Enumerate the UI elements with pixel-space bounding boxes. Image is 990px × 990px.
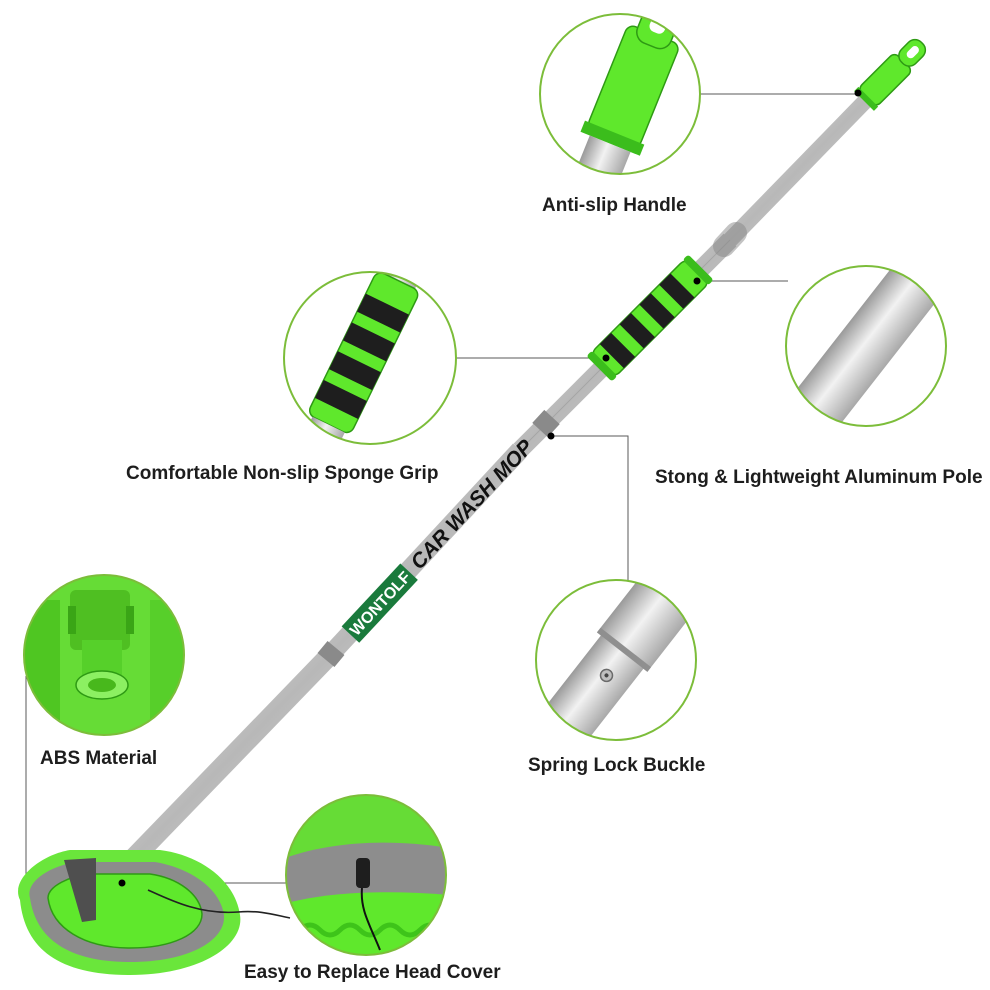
cover-closeup-circle — [285, 794, 447, 956]
handle-closeup-circle — [539, 13, 701, 175]
material-closeup-circle — [23, 574, 185, 736]
handle-green — [854, 38, 927, 111]
sponge-grip — [587, 255, 713, 381]
label-abs-material: ABS Material — [40, 748, 158, 769]
mop-head — [18, 850, 291, 975]
label-head-cover: Easy to Replace Head Cover — [244, 962, 501, 983]
label-aluminum-pole: Stong & Lightweight Aluminum Pole — [655, 467, 983, 488]
label-sponge-grip: Comfortable Non-slip Sponge Grip — [126, 463, 439, 484]
brand-text: WONTOLF — [347, 569, 415, 640]
label-spring-lock: Spring Lock Buckle — [528, 755, 706, 776]
label-anti-slip-handle: Anti-slip Handle — [542, 195, 687, 216]
product-name-text: CAR WASH MOP — [406, 435, 538, 574]
leader-lock — [552, 435, 629, 580]
pole-closeup-circle — [785, 265, 947, 427]
grip-closeup-circle — [283, 271, 457, 445]
lock-closeup-circle — [535, 579, 697, 741]
